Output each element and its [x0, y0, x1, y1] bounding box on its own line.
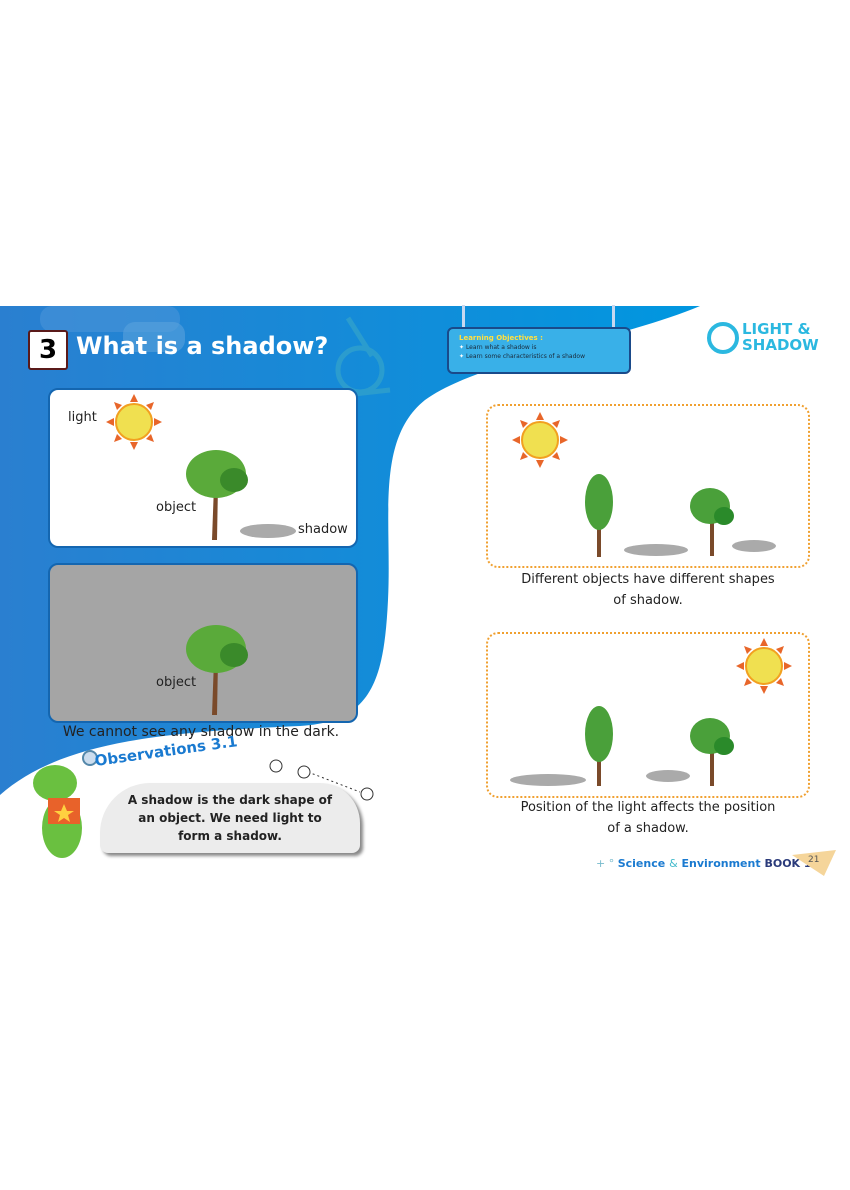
tree-icon [186, 625, 248, 715]
sun-icon [106, 394, 162, 450]
chapter-number: 3 [28, 330, 68, 370]
dark-caption: We cannot see any shadow in the dark. [62, 724, 340, 740]
objective-item: ✦ Learn some characteristics of a shadow [459, 353, 585, 360]
sun-icon [736, 638, 792, 694]
tall-tree-icon [585, 706, 613, 786]
topic-title: LIGHT &SHADOW [742, 320, 819, 354]
shapes-scene-panel [486, 404, 810, 568]
page-number-tab [792, 850, 836, 876]
learning-objectives-box: Learning Objectives : ✦ Learn what a sha… [447, 327, 631, 374]
footer-book-title: + ° Science & Environment BOOK 1 [596, 857, 812, 870]
topic-circle-icon [707, 322, 739, 354]
label-object: object [156, 675, 197, 690]
tree-icon [690, 488, 734, 556]
shadow-shape [510, 774, 586, 786]
page-number: 21 [808, 855, 820, 865]
tree-icon [690, 718, 734, 786]
tall-tree-icon [585, 474, 613, 557]
position-scene-panel [486, 632, 810, 798]
shadow-shape [624, 544, 688, 556]
shadow-shape [646, 770, 690, 782]
dinosaur-mascot [33, 750, 374, 858]
label-shadow: shadow [298, 522, 348, 537]
shadow-shape [732, 540, 776, 552]
label-object: object [156, 500, 197, 515]
sun-icon [512, 412, 568, 468]
label-light: light [68, 410, 97, 425]
objective-item: ✦ Learn what a shadow is [459, 344, 537, 351]
tree-icon [186, 450, 248, 540]
page-title: What is a shadow? [76, 332, 329, 360]
objectives-heading: Learning Objectives : [459, 334, 543, 342]
observation-callout: A shadow is the dark shape of an object.… [100, 783, 360, 853]
dark-scene-panel: object [48, 563, 358, 723]
light-scene-panel: light object shadow [48, 388, 358, 548]
shadow-shape [240, 524, 296, 538]
position-caption: Position of the light affects the positi… [520, 800, 776, 836]
star-icon [54, 804, 74, 822]
